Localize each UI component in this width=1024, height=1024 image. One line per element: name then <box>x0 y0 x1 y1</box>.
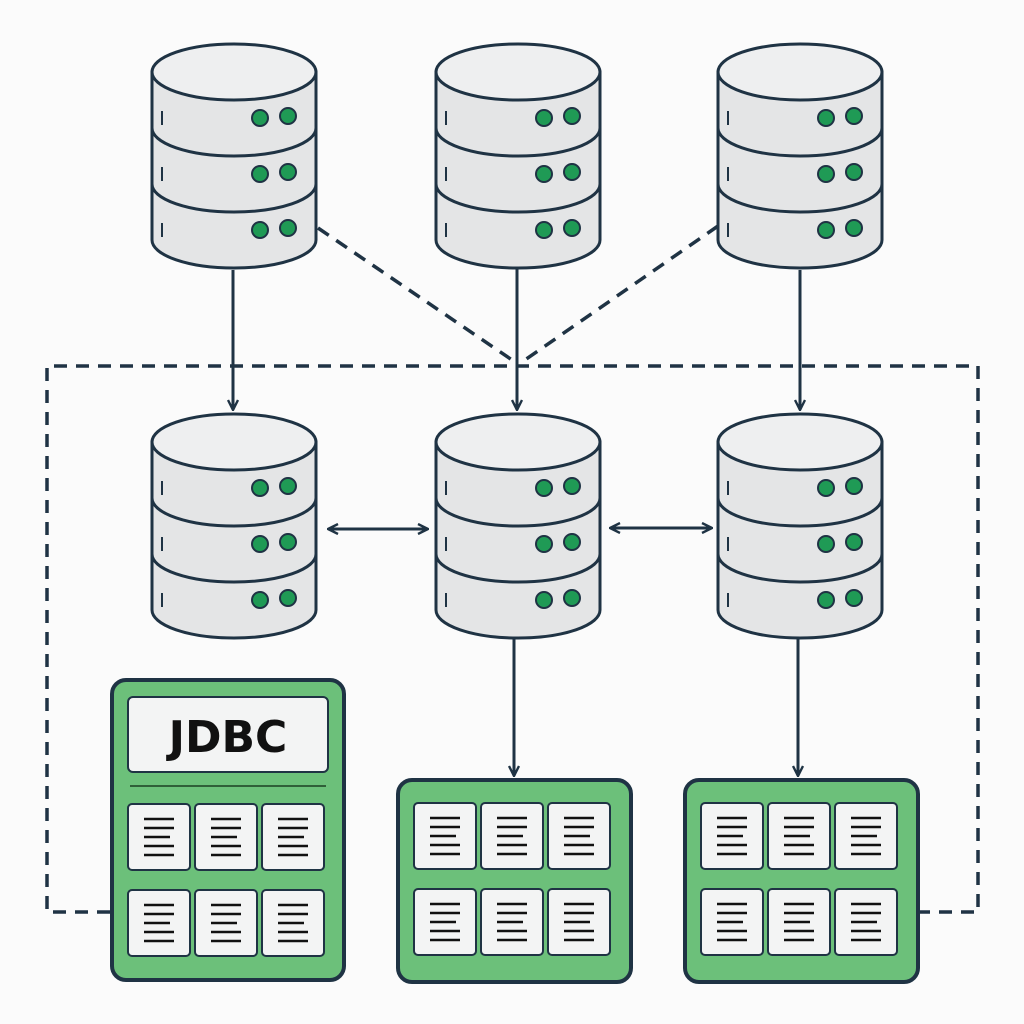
status-led-icon <box>535 535 553 553</box>
table-cell-icon <box>834 802 898 870</box>
server-top-center-icon <box>434 42 602 270</box>
server-middle-left-icon <box>150 412 318 640</box>
status-led-icon <box>563 589 581 607</box>
table-cell-icon <box>127 803 191 871</box>
status-led-icon <box>279 107 297 125</box>
status-led-icon <box>563 107 581 125</box>
table-cell-icon <box>547 888 611 956</box>
status-led-icon <box>279 589 297 607</box>
status-led-icon <box>251 221 269 239</box>
server-middle-center-icon <box>434 412 602 640</box>
dashed-link-right <box>521 224 719 364</box>
status-led-icon <box>251 535 269 553</box>
table-cell-icon <box>700 888 764 956</box>
dashed-link-left <box>317 226 516 364</box>
table-cell-icon <box>834 888 898 956</box>
status-led-icon <box>535 479 553 497</box>
jdbc-header <box>127 696 329 773</box>
status-led-icon <box>845 477 863 495</box>
table-cell-icon <box>194 803 258 871</box>
status-led-icon <box>563 163 581 181</box>
status-led-icon <box>817 221 835 239</box>
status-led-icon <box>251 165 269 183</box>
table-panel-center <box>396 778 633 984</box>
status-led-icon <box>251 591 269 609</box>
table-cell-icon <box>194 889 258 957</box>
status-led-icon <box>535 591 553 609</box>
table-cell-icon <box>767 888 831 956</box>
jdbc-panel: JDBC <box>110 678 346 982</box>
status-led-icon <box>563 533 581 551</box>
status-led-icon <box>817 535 835 553</box>
status-led-icon <box>279 533 297 551</box>
table-cell-icon <box>480 888 544 956</box>
status-led-icon <box>535 109 553 127</box>
table-panel-right <box>683 778 920 984</box>
status-led-icon <box>817 479 835 497</box>
server-top-right-icon <box>716 42 884 270</box>
status-led-icon <box>845 163 863 181</box>
table-cell-icon <box>480 802 544 870</box>
status-led-icon <box>817 109 835 127</box>
table-cell-icon <box>261 889 325 957</box>
table-cell-icon <box>127 889 191 957</box>
status-led-icon <box>563 477 581 495</box>
status-led-icon <box>563 219 581 237</box>
status-led-icon <box>845 107 863 125</box>
status-led-icon <box>845 533 863 551</box>
status-led-icon <box>251 479 269 497</box>
table-cell-icon <box>767 802 831 870</box>
table-cell-icon <box>261 803 325 871</box>
server-top-left-icon <box>150 42 318 270</box>
table-cell-icon <box>700 802 764 870</box>
status-led-icon <box>279 219 297 237</box>
status-led-icon <box>817 165 835 183</box>
table-cell-icon <box>413 888 477 956</box>
status-led-icon <box>279 477 297 495</box>
jdbc-label: JDBC <box>166 712 288 763</box>
server-middle-right-icon <box>716 412 884 640</box>
table-cell-icon <box>413 802 477 870</box>
status-led-icon <box>279 163 297 181</box>
status-led-icon <box>817 591 835 609</box>
cluster-boundary <box>45 364 980 914</box>
status-led-icon <box>535 165 553 183</box>
status-led-icon <box>535 221 553 239</box>
table-cell-icon <box>547 802 611 870</box>
status-led-icon <box>845 589 863 607</box>
status-led-icon <box>251 109 269 127</box>
status-led-icon <box>845 219 863 237</box>
